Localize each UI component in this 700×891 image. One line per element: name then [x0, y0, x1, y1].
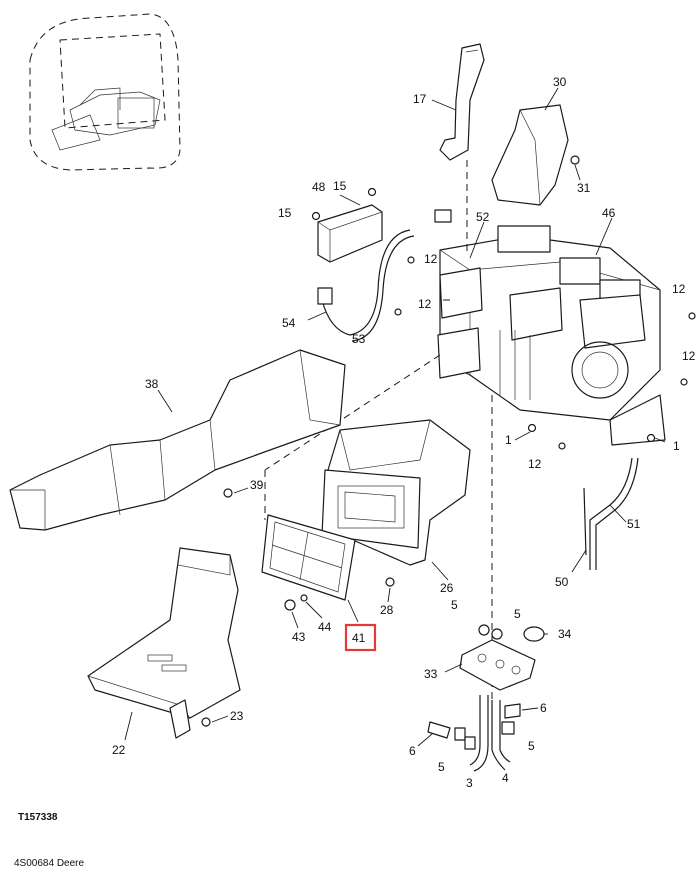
duct-30 [491, 87, 581, 206]
callout-34: 34 [558, 627, 572, 641]
callout-53: 53 [352, 332, 366, 346]
callout-15-top: 15 [333, 179, 347, 193]
callout-52: 52 [476, 210, 490, 224]
duct-38 [9, 349, 346, 531]
callout-17: 17 [413, 92, 427, 106]
callout-12-upper: 12 [424, 252, 438, 266]
callout-1-right: 1 [673, 439, 680, 453]
callout-12-middle: 12 [418, 297, 432, 311]
callout-39: 39 [250, 478, 264, 492]
harness-53 [307, 209, 452, 342]
callout-5-upper-right: 5 [514, 607, 521, 621]
callout-46: 46 [602, 206, 616, 220]
drain-tubes [417, 695, 539, 772]
callout-31: 31 [577, 181, 591, 195]
callout-30: 30 [553, 75, 567, 89]
callout-4: 4 [502, 771, 509, 785]
callout-43: 43 [292, 630, 306, 644]
figure-id: T157338 [18, 812, 58, 823]
callout-5-lower-right: 5 [528, 739, 535, 753]
callout-41: 41 [352, 631, 366, 645]
callout-1-left: 1 [505, 433, 512, 447]
callout-12-lower: 12 [528, 457, 542, 471]
callout-51: 51 [627, 517, 641, 531]
callout-5-upper-left: 5 [451, 598, 458, 612]
alignment-lines [264, 160, 493, 705]
filter-41 [261, 514, 359, 623]
callout-50: 50 [555, 575, 569, 589]
fasteners [223, 487, 395, 629]
callout-5-lower-left: 5 [438, 760, 445, 774]
callout-38: 38 [145, 377, 159, 391]
bracket-48 [311, 187, 383, 263]
callout-6-right: 6 [540, 701, 547, 715]
hvac-unit-46 [437, 217, 666, 446]
callout-48: 48 [312, 180, 326, 194]
callout-3: 3 [466, 776, 473, 790]
callout-41-highlight [344, 623, 377, 652]
callout-12-far-right-mid: 12 [682, 349, 696, 363]
housing-26 [321, 419, 471, 581]
callout-26: 26 [440, 581, 454, 595]
callout-6-left: 6 [409, 744, 416, 758]
callout-22: 22 [112, 743, 126, 757]
callout-54: 54 [282, 316, 296, 330]
duct-17 [431, 43, 485, 161]
mount-screws [394, 256, 696, 450]
callout-28: 28 [380, 603, 394, 617]
plate-33 [444, 624, 548, 691]
cab-inset [29, 13, 181, 171]
callout-44: 44 [318, 620, 332, 634]
callout-33: 33 [424, 667, 438, 681]
duct-22 [87, 547, 241, 741]
callout-15-left: 15 [278, 206, 292, 220]
source-label: 4S00684 Deere [14, 858, 85, 869]
hoses-50-51 [571, 457, 639, 573]
callout-23: 23 [230, 709, 244, 723]
callout-12-far-right-top: 12 [672, 282, 686, 296]
